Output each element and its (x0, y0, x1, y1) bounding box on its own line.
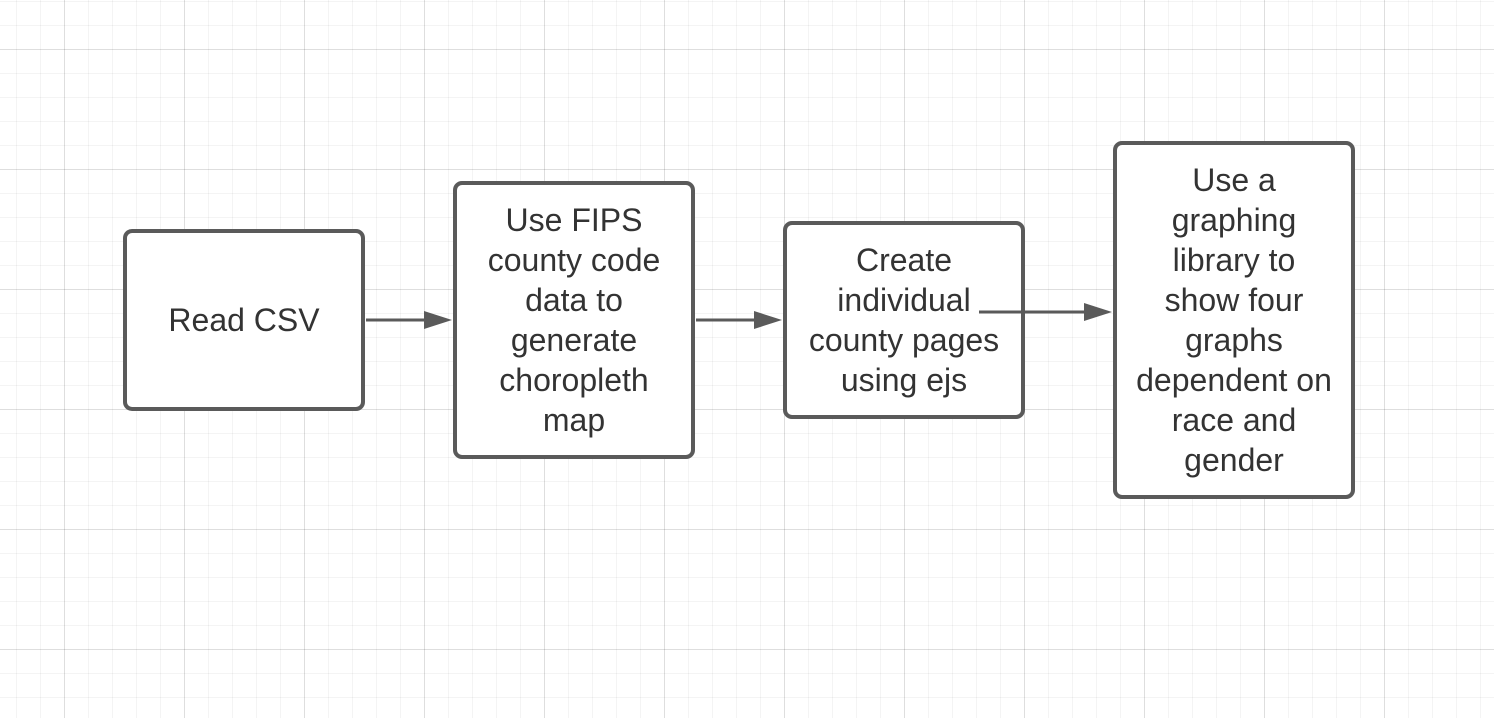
node-fips-map[interactable]: Use FIPS county code data to generate ch… (453, 181, 695, 459)
arrowhead-icon (754, 311, 782, 329)
node-label-read-csv: Read CSV (168, 302, 320, 338)
node-label-county-pages: Create individual county pages using ejs (808, 242, 1000, 398)
edge-fips-map-to-county-pages[interactable] (696, 311, 782, 329)
node-graphs[interactable]: Use a graphing library to show four grap… (1113, 141, 1355, 499)
arrowhead-icon (1084, 303, 1112, 321)
node-label-fips-map: Use FIPS county code data to generate ch… (487, 202, 661, 438)
node-read-csv[interactable]: Read CSV (123, 229, 365, 411)
node-county-pages[interactable]: Create individual county pages using ejs (783, 221, 1025, 419)
node-label-graphs: Use a graphing library to show four grap… (1136, 162, 1332, 478)
edge-read-csv-to-fips-map[interactable] (366, 311, 452, 329)
arrowhead-icon (424, 311, 452, 329)
